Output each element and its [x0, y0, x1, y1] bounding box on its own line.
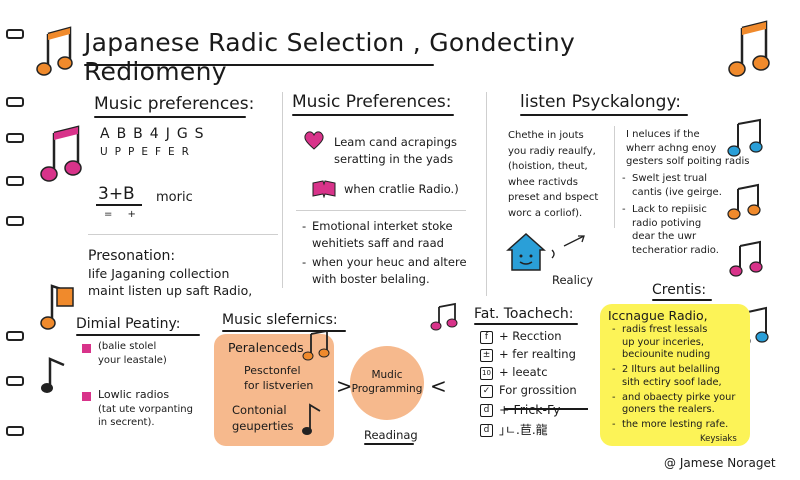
- slefernics-item: Peralenceds: [228, 340, 304, 355]
- column-divider: [486, 92, 487, 296]
- listen-right-text: I neluces if the wherr achng enoy gester…: [626, 129, 750, 167]
- presonation-line: Iife Jaganing collection: [88, 266, 230, 281]
- list-item: Emotional interket stoke wehitiets saff …: [302, 218, 482, 251]
- list-item: Swelt jest trual cantis (ive geirge.: [622, 172, 726, 199]
- section-divider: [88, 234, 278, 235]
- list-item: d+ Frick-Fy: [480, 400, 590, 420]
- toachech-heading: Fat. Toachech:: [474, 306, 574, 322]
- heart-icon: [304, 131, 324, 150]
- mid-row-1: Leam cand acrapings seratting in the yad…: [334, 135, 458, 166]
- slefernics-heading: Music slefernics:: [222, 312, 338, 328]
- column-divider: [282, 92, 283, 288]
- crentis-heading: Crentis:: [652, 282, 707, 298]
- list-item: Lack to repiisic radio potiving dear the…: [622, 203, 726, 257]
- pink-bullet-icon: [82, 344, 91, 353]
- list-item: the more lesting rafe.: [612, 419, 752, 432]
- dimial-item-2: Lowlic radios (tat ute vorpanting in sec…: [98, 388, 193, 429]
- list-item: f+ Recction: [480, 328, 590, 346]
- listen-heading: listen Psyckalongy:: [520, 92, 682, 112]
- mid-bullet-list: Emotional interket stoke wehitiets saff …: [302, 218, 482, 288]
- dimial-item-1: (balie stolel your leastale): [98, 341, 167, 366]
- binder-ring: [6, 216, 24, 226]
- binder-ring: [6, 29, 24, 39]
- heading-underline: [292, 114, 454, 116]
- music-note-icon: [302, 330, 330, 361]
- letters-row-1: ABB4JGS: [100, 126, 211, 142]
- binder-ring: [6, 426, 24, 436]
- section-divider: [296, 210, 466, 211]
- list-item: 10+ leeatc: [480, 364, 590, 382]
- equation: 3+B: [98, 184, 135, 204]
- list-item: and obaecty pirke your goners the realer…: [612, 392, 752, 417]
- binder-ring: [6, 133, 24, 143]
- heading-underline: [94, 116, 246, 118]
- pink-music-note-icon: [40, 125, 82, 182]
- square-icon: d: [480, 403, 493, 417]
- square-icon: ±: [480, 348, 493, 362]
- orange-music-note-icon: [728, 20, 770, 77]
- house-label: Realicy: [552, 273, 594, 287]
- heading-underline: [222, 330, 346, 332]
- equation-underline: [96, 204, 142, 206]
- heading-underline: [474, 323, 578, 325]
- heading-underline: [652, 299, 712, 301]
- heading-underline: [76, 334, 200, 336]
- letters-row-2: UPPEFER: [100, 146, 196, 158]
- programming-circle-label: Mudic Programming: [351, 369, 423, 396]
- binder-ring: [6, 97, 24, 107]
- caption-underline: [364, 443, 414, 445]
- list-item: 2 Ilturs aut belalling sith ectiry soof …: [612, 364, 752, 389]
- slefernics-box: [214, 334, 334, 446]
- square-icon: f: [480, 330, 493, 344]
- black-music-note-icon: [41, 357, 65, 393]
- crentis-list: radis frest lessals up your inceries, be…: [612, 324, 752, 432]
- slefernics-item: Pesctonfel for listverien: [244, 364, 314, 392]
- arrow-left-icon: <: [430, 374, 447, 398]
- mid-row-2: when cratlie Radio.): [344, 182, 459, 196]
- square-icon: 10: [480, 366, 493, 380]
- presonation-line: maint listen up saft Radio,: [88, 283, 253, 298]
- frickfy-underline: [504, 408, 588, 410]
- orange-music-note-icon: [40, 284, 74, 330]
- binder-ring: [6, 376, 24, 386]
- list-item: radis frest lessals up your inceries, be…: [612, 324, 752, 362]
- pink-music-note-icon: [729, 240, 763, 277]
- music-note-icon: [302, 403, 321, 435]
- presonation-heading: Presonation:: [88, 248, 176, 264]
- heading-underline: [520, 114, 688, 116]
- book-icon: [312, 180, 336, 198]
- list-item: when your heuc and altere with boster be…: [302, 254, 482, 287]
- equation-sub: = +: [104, 209, 142, 220]
- arrow-right-icon: >: [336, 374, 353, 398]
- toachech-list: f+ Recction ±+ fer realting 10+ leeatc ✓…: [480, 328, 590, 440]
- listen-right-bullets: Swelt jest trual cantis (ive geirge. Lac…: [622, 172, 726, 257]
- music-preferences-mid-heading: Music Preferences:: [292, 92, 452, 112]
- author-credit: @ Jamese Noraget: [664, 456, 776, 470]
- blue-music-note-icon: [727, 118, 763, 157]
- orange-music-note-icon: [36, 26, 73, 76]
- dimial-heading: Dimial Peatiny:: [76, 316, 181, 332]
- list-item: d｣ㄴ.苣.龍: [480, 420, 590, 440]
- list-item: ✓For grossition: [480, 382, 590, 400]
- pink-music-note-icon: [430, 302, 458, 331]
- checkbox-icon: ✓: [480, 384, 493, 398]
- house-icon: [506, 232, 585, 271]
- music-preferences-left-heading: Music preferences:: [94, 94, 255, 114]
- square-icon: d: [480, 423, 493, 437]
- pink-bullet-icon: [82, 392, 91, 401]
- programming-circle: [350, 346, 424, 420]
- list-item: ±+ fer realting: [480, 346, 590, 364]
- slefernics-item: Contonial geuperties: [232, 403, 294, 434]
- binder-ring: [6, 331, 24, 341]
- signature: Keysiaks: [700, 434, 737, 444]
- orange-music-note-icon: [727, 183, 761, 220]
- title-underline: [84, 64, 434, 66]
- equation-word: moric: [156, 190, 193, 205]
- column-divider: [614, 126, 615, 228]
- listen-left-text: Chethe in jouts you radiy reaulfy, (hois…: [508, 130, 599, 219]
- binder-ring: [6, 176, 24, 186]
- programming-caption: Readinag: [364, 428, 418, 442]
- page-title: Japanese Radic Selection , Gondectiny Re…: [84, 28, 576, 86]
- crentis-box-title: Iccnague Radio,: [608, 308, 708, 323]
